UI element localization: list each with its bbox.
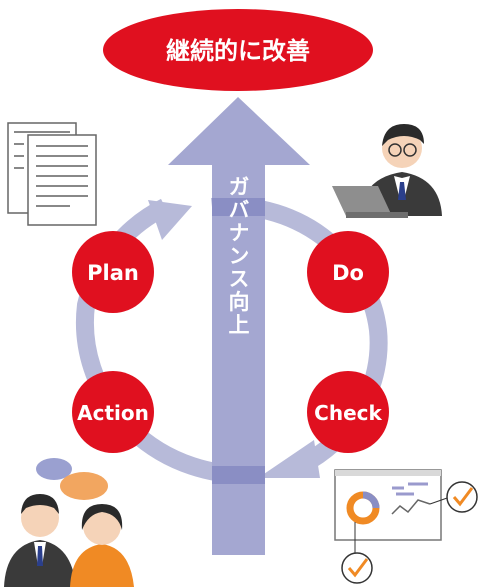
check-label: Check bbox=[314, 401, 382, 425]
person-at-laptop-icon bbox=[332, 124, 442, 218]
goal-label: 継続的に改善 bbox=[166, 37, 310, 65]
checkmark-icon bbox=[446, 481, 478, 513]
checkmark-icon bbox=[341, 552, 373, 584]
do-node bbox=[307, 231, 389, 313]
governance-label: ガバナンス向上 bbox=[226, 176, 250, 337]
ring-arrowhead-bottom bbox=[258, 440, 320, 478]
do-label: Do bbox=[332, 261, 364, 285]
action-label: Action bbox=[77, 401, 149, 425]
documents-icon bbox=[7, 122, 97, 226]
two-people-chat-icon bbox=[4, 458, 134, 587]
ring-arrowhead-top bbox=[148, 200, 192, 240]
check-node bbox=[307, 371, 389, 453]
goal-ellipse bbox=[103, 9, 373, 91]
plan-label: Plan bbox=[87, 261, 139, 285]
governance-arrow bbox=[168, 97, 310, 555]
plan-node bbox=[72, 231, 154, 313]
dashboard-icon bbox=[334, 469, 451, 555]
action-node bbox=[72, 371, 154, 453]
